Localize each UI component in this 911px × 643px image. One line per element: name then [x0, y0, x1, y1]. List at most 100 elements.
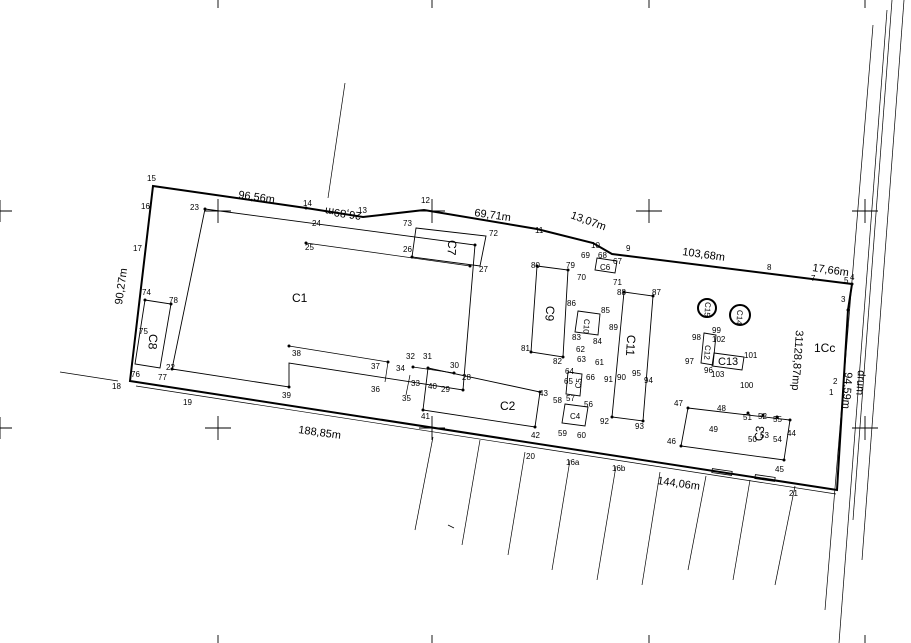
dim-26-89: 26,89m — [324, 204, 362, 221]
point-label: 59 — [558, 429, 567, 438]
building-c1-outline — [171, 208, 476, 391]
point-label: 39 — [282, 391, 291, 400]
label-c5: C5 — [573, 377, 583, 389]
point-label: 26 — [403, 245, 412, 254]
point-label: 79 — [566, 261, 575, 270]
point-label: 74 — [142, 288, 151, 297]
point-label: 102 — [712, 335, 726, 344]
point-label: 65 — [564, 377, 573, 386]
building-c2-outline — [422, 367, 541, 428]
point-label: 4 — [850, 273, 855, 282]
building-c7-outline — [411, 227, 487, 267]
point-label: 41 — [421, 412, 430, 421]
point-label: 70 — [577, 273, 586, 282]
point-label: 57 — [566, 394, 575, 403]
point-label: 25 — [305, 243, 314, 252]
point-label: 101 — [744, 351, 758, 360]
point-label: 94 — [644, 376, 653, 385]
dim-90-27: 90,27m — [113, 267, 130, 305]
point-label: 61 — [595, 358, 604, 367]
label-c10: C10 — [581, 319, 591, 335]
point-label: 62 — [576, 345, 585, 354]
point-label: 53 — [760, 431, 769, 440]
point-label: 16 — [141, 202, 150, 211]
label-c13: C13 — [718, 356, 738, 368]
point-label: 96 — [704, 366, 713, 375]
building-c14-marker — [729, 304, 751, 326]
point-label: 16b — [612, 464, 626, 473]
point-label: 73 — [403, 219, 412, 228]
point-label: 52 — [758, 412, 767, 421]
point-label: 9 — [626, 244, 631, 253]
point-label: 28 — [462, 373, 471, 382]
dim-94-59: 94,59m — [839, 372, 854, 409]
point-label: 20 — [526, 452, 535, 461]
label-c11: C11 — [623, 334, 638, 356]
point-label: 98 — [692, 333, 701, 342]
label-c15: C15 — [702, 302, 712, 318]
point-label: 31 — [423, 352, 432, 361]
point-label: 44 — [787, 429, 796, 438]
point-label: 30 — [450, 361, 459, 370]
point-label: 8 — [767, 263, 772, 272]
point-label: 29 — [441, 385, 450, 394]
point-label: 55 — [773, 415, 782, 424]
point-label: 69 — [581, 251, 590, 260]
dim-103-68: 103,68m — [682, 246, 726, 264]
label-c4: C4 — [570, 412, 581, 421]
label-c6: C6 — [600, 263, 611, 272]
point-label: 93 — [635, 422, 644, 431]
point-label: 23 — [190, 203, 199, 212]
point-numbers: 15 16 17 74 75 76 77 78 18 19 22 23 14 2… — [112, 174, 855, 498]
point-label: 100 — [740, 381, 754, 390]
neighbour-lines — [59, 82, 796, 586]
label-c7: C7 — [444, 240, 459, 257]
building-c11-outline — [611, 291, 654, 422]
label-c9: C9 — [542, 305, 557, 322]
dim-188-85: 188,85m — [298, 424, 342, 442]
point-label: 11 — [535, 226, 544, 235]
dim-96-56: 96,56m — [238, 189, 276, 206]
point-label: 87 — [652, 288, 661, 297]
label-c12: C12 — [702, 345, 712, 361]
point-label: 37 — [371, 362, 380, 371]
point-label: 35 — [402, 394, 411, 403]
point-label: 15 — [147, 174, 156, 183]
zone-label: 1Cc — [814, 341, 835, 355]
parcel-boundary — [128, 184, 854, 492]
point-label: 38 — [292, 349, 301, 358]
building-c12-outline — [700, 332, 717, 366]
point-label: 77 — [158, 373, 167, 382]
point-label: 5 — [844, 276, 849, 285]
dim-69-71: 69,71m — [474, 207, 512, 224]
point-label: 40 — [428, 382, 437, 391]
point-label: 90 — [617, 373, 626, 382]
label-c14: C14 — [734, 310, 744, 326]
area-label: 31128,87mp — [789, 330, 805, 391]
point-label: 91 — [604, 375, 613, 384]
label-c3: C3 — [751, 425, 767, 442]
point-label: 49 — [709, 425, 718, 434]
point-label: 95 — [632, 369, 641, 378]
point-label: 17 — [133, 244, 142, 253]
building-c5-outline — [565, 371, 583, 397]
point-label: 99 — [712, 326, 721, 335]
point-label: 18 — [112, 382, 121, 391]
point-label: 66 — [586, 373, 595, 382]
building-c15-marker — [697, 298, 717, 318]
road-lines — [824, 0, 905, 643]
dim-13-07: 13,07m — [569, 210, 608, 234]
point-label: 97 — [685, 357, 694, 366]
point-label: 48 — [717, 404, 726, 413]
building-c6-outline — [594, 257, 618, 274]
side-label: drum — [853, 370, 867, 396]
point-label: 103 — [711, 370, 725, 379]
point-label: 33 — [411, 379, 420, 388]
point-label: 13 — [358, 206, 367, 215]
point-label: 10 — [591, 241, 600, 250]
point-label: 46 — [667, 437, 676, 446]
dimension-labels: 96,56m 26,89m 69,71m 13,07m 103,68m 17,6… — [113, 189, 854, 493]
point-label: 34 — [396, 364, 405, 373]
point-label: 21 — [789, 489, 798, 498]
point-label: 60 — [577, 431, 586, 440]
